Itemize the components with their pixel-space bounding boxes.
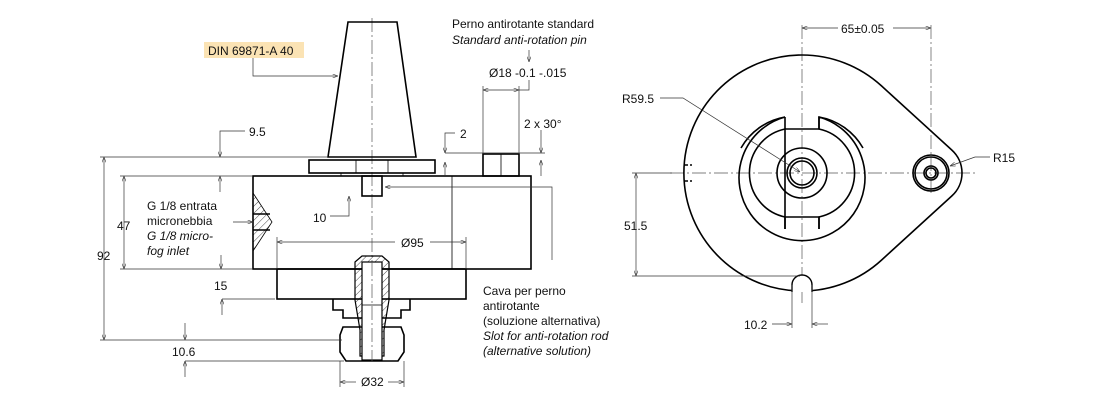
- side-view: DIN 69871-A 40 Perno antirotante standar…: [97, 17, 609, 389]
- slot-label-en-1: Slot for anti-rotation rod: [483, 329, 609, 343]
- collet-nut: [339, 326, 405, 362]
- slot: [361, 175, 383, 197]
- slot-label-it-3: (soluzione alternativa): [483, 314, 600, 328]
- dim-r59-5: R59.5: [622, 92, 654, 106]
- body-block: [252, 175, 532, 270]
- inlet-label-en-1: G 1/8 micro-: [147, 229, 213, 243]
- plate-outline: [683, 54, 963, 292]
- din-highlight: [204, 42, 304, 58]
- pin-label-it: Perno antirotante standard: [452, 17, 594, 31]
- din-label: DIN 69871-A 40: [208, 44, 294, 58]
- top-view: 65±0.05 R59.5 R15 51.5 10.2: [622, 22, 1015, 332]
- bottom-notch: [791, 274, 813, 292]
- r59-5-leader: [660, 97, 800, 172]
- dim-10: 10: [313, 211, 327, 225]
- inlet-label-en-2: fog inlet: [147, 244, 190, 258]
- inlet-port: [252, 191, 273, 253]
- pin-diameter-dim: Ø18 -0.1 -.015: [489, 66, 567, 80]
- pin-hole: [912, 154, 950, 192]
- dim-9-5: 9.5: [249, 125, 266, 139]
- dim-10-6: 10.6: [172, 345, 196, 359]
- dim-10-2: 10.2: [744, 318, 768, 332]
- pin-label-en: Standard anti-rotation pin: [452, 33, 587, 47]
- dim-47: 47: [117, 219, 131, 233]
- dim-2: 2: [460, 127, 467, 141]
- slotted-ring: [738, 115, 866, 242]
- slot-label-en-2: (alternative solution): [483, 344, 591, 358]
- dim-51-5: 51.5: [624, 219, 648, 233]
- dim-15: 15: [214, 279, 228, 293]
- slot-label-it-2: antirotante: [483, 299, 540, 313]
- slot-label-it-1: Cava per perno: [483, 284, 566, 298]
- center-bore: [786, 157, 818, 189]
- inlet-label-it-2: micronebbia: [147, 214, 213, 228]
- dim-r15: R15: [993, 151, 1015, 165]
- dim-92: 92: [97, 249, 111, 263]
- chamfer-dim: 2 x 30°: [524, 117, 562, 131]
- inlet-label-it-1: G 1/8 entrata: [147, 199, 217, 213]
- dim-32: Ø32: [361, 375, 384, 389]
- taper-shank: [327, 21, 417, 158]
- dim-65: 65±0.05: [841, 22, 885, 36]
- dim-95: Ø95: [401, 236, 424, 250]
